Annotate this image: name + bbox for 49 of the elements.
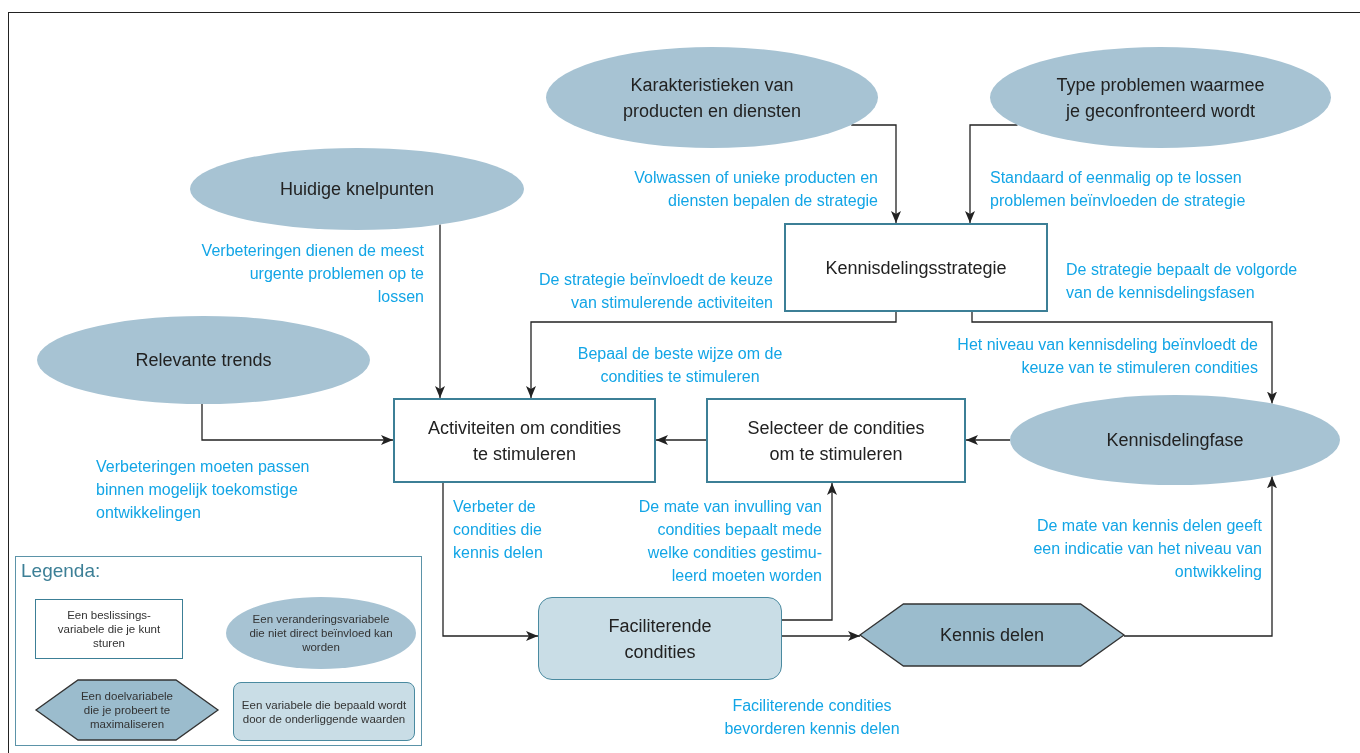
node-label: Kennisdelingfase [1105,429,1245,452]
arrow [442,482,539,641]
arrow [965,435,1011,445]
edge-label: Faciliterende condities bevorderen kennis delen [723,696,901,739]
edge-label: Standaard of eenmalig op te lossen problemen beïnvloeden de strategie [990,168,1247,211]
legend-title: Legenda: [21,560,101,582]
edge-label: De strategie bepaalt de volgorde van de kennisdelingsfasen [1066,260,1299,303]
arrow [850,124,901,224]
node-label: Faciliterende condities [607,614,713,664]
variable-ellipse [1010,395,1340,485]
arrow [655,435,707,445]
variable-ellipse [37,316,370,404]
legend-text: Een doelvariabele die je probeert te maximaliseren [79,689,175,731]
edge-label: Verbeteringen dienen de meest urgente problemen op te lossen [200,241,424,307]
decision-box [393,398,656,483]
node-label: Selecteer de condities om te stimuleren [746,416,926,466]
arrow [971,311,1277,405]
legend-text: Een veranderingsvariabele die niet direct beïnvloed kan worden [248,612,394,654]
outcome-box [538,597,782,680]
edge-label: Verbeter de condities die kennis delen [453,497,544,563]
edge-label: De mate van kennis delen geeft een indicatie van het niveau van ontwikkeling [1032,516,1262,582]
variable-ellipse [990,47,1331,148]
variable-ellipse [546,47,878,148]
arrow [781,482,837,621]
arrow [781,631,861,641]
arrow [965,124,1019,224]
edge-label: De strategie beïnvloedt de keuze van stimulerende activiteiten [538,270,773,313]
edge-label: Bepaal de beste wijze om de condities te stimuleren [576,344,784,387]
arrow [526,311,897,399]
edge-label: De mate van invulling van condities bepaalt mede welke condities gestimu-leerd moeten worden [637,497,822,586]
arrow [201,403,394,445]
variable-ellipse [190,148,524,230]
decision-box [784,223,1048,312]
node-label: Relevante trends [134,349,273,372]
arrow [1123,475,1277,637]
node-label: Type problemen waarmee je geconfronteerd wordt [1055,73,1266,123]
node-label: Karakteristieken van producten en diensten [621,73,803,123]
legend-text: Een beslissings-variabele die je kunt sturen [56,608,162,650]
node-label: Kennis delen [938,624,1046,647]
node-label: Kennisdelingsstrategie [824,256,1008,280]
note-text: Het niveau van kennisdeling beïnvloedt de keuze van te stimuleren condities [956,335,1258,378]
goal-hexagon [860,604,1124,666]
edge-label: Verbeteringen moeten passen binnen mogelijk toekomstige ontwikkelingen [96,457,311,523]
arrow [435,223,445,399]
legend-text: Een variabele die bepaald wordt door de onderliggende waarden [241,697,407,726]
node-label: Huidige knelpunten [278,178,436,201]
node-label: Activiteiten om condities te stimuleren [427,416,622,466]
decision-box [706,398,966,483]
edge-label: Volwassen of unieke producten en diensten bepalen de strategie [633,168,878,211]
